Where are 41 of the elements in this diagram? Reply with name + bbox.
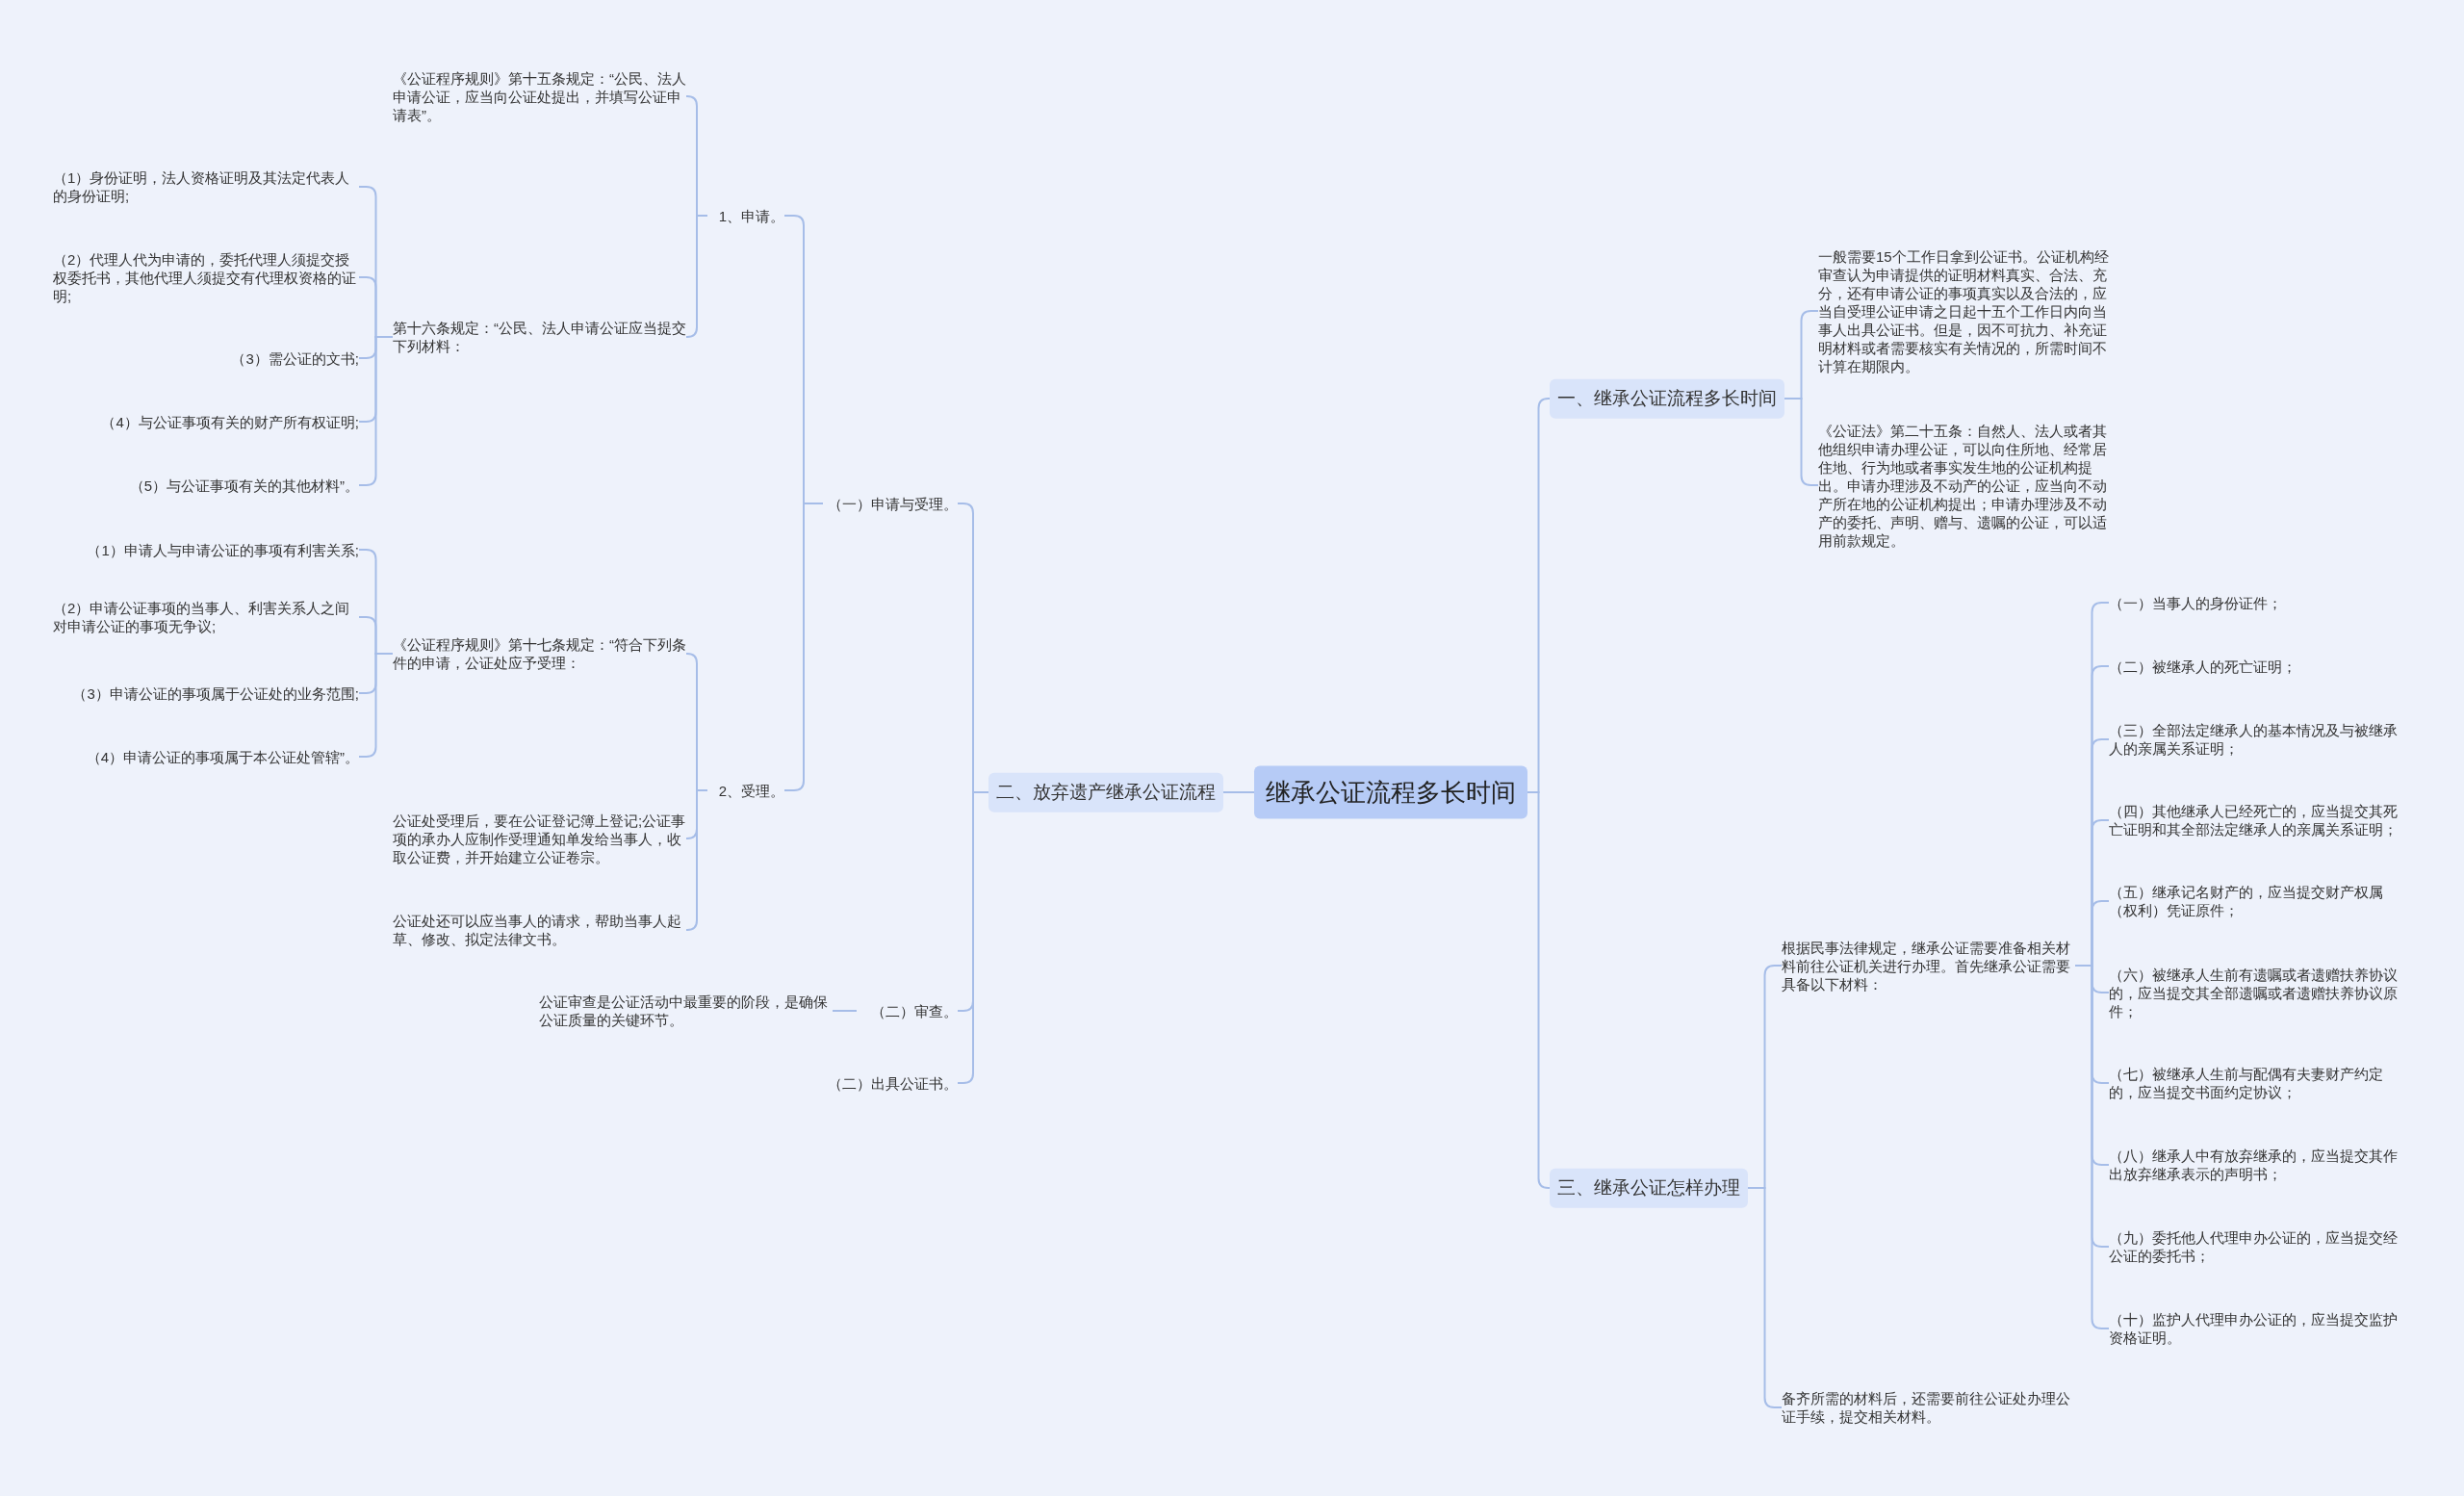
topic-text: 1、申请。 [707, 206, 784, 225]
topic-text: （5）与公证事项有关的其他材料”。 [53, 476, 359, 495]
topic-text: （二）出具公证书。 [823, 1073, 958, 1093]
connector-line [957, 791, 989, 1084]
topic-text: （2）申请公证事项的当事人、利害关系人之间对申请公证的事项无争议; [53, 599, 359, 635]
topic-text: 公证审查是公证活动中最重要的阶段，是确保公证质量的关键环节。 [539, 993, 833, 1029]
topic-text: 一般需要15个工作日拿到公证书。公证机构经审查认为申请提供的证明材料真实、合法、充分，还有申请公证的事项真实以及合法的，应当自受理公证申请之日起十五个工作日内向当事人出具公证书。但是，因不可抗力、补充证明材料或者需要核实有关情况的，所需时间不计算在期限内。 [1818, 246, 2112, 375]
topic-text: （2）代理人代为申请的，委托代理人须提交授权委托书，其他代理人须提交有代理权资格的证明; [53, 249, 359, 305]
topic-text: 《公证程序规则》第十五条规定：“公民、法人申请公证，应当向公证处提出，并填写公证申请表”。 [393, 68, 686, 124]
topic-text: 公证处受理后，要在公证登记簿上登记;公证事项的承办人应制作受理通知单发给当事人，收取公证费，并开始建立公证卷宗。 [393, 811, 686, 866]
topic-text: 公证处还可以应当事人的请求，帮助当事人起草、修改、拟定法律文书。 [393, 912, 686, 948]
topic-text: （二）被继承人的死亡证明； [2109, 657, 2402, 676]
topic-text: （六）被继承人生前有遗嘱或者遗赠扶养协议的，应当提交其全部遗嘱或者遗赠扶养协议原件； [2109, 965, 2402, 1020]
topic-text: （七）被继承人生前与配偶有夫妻财产约定的，应当提交书面约定协议； [2109, 1065, 2402, 1101]
topic-text: （3）申请公证的事项属于公证处的业务范围; [53, 684, 359, 703]
topic-text: （1）申请人与申请公证的事项有利害关系; [53, 540, 359, 559]
topic-text: （四）其他继承人已经死亡的，应当提交其死亡证明和其全部法定继承人的亲属关系证明； [2109, 802, 2402, 838]
branch-topic-box: 二、放弃遗产继承公证流程 [988, 772, 1223, 812]
connector-line [832, 1010, 858, 1012]
topic-text: （九）委托他人代理申办公证的，应当提交经公证的委托书； [2109, 1228, 2402, 1265]
root-topic-box: 继承公证流程多长时间 [1254, 765, 1527, 819]
topic-text: 根据民事法律规定，继承公证需要准备相关材料前往公证机关进行办理。首先继承公证需要具备以下材料： [1782, 938, 2075, 993]
branch-topic-box: 一、继承公证流程多长时间 [1550, 378, 1784, 419]
topic-text: （一）申请与受理。 [823, 494, 958, 513]
topic-text: 备齐所需的材料后，还需要前往公证处办理公证手续，提交相关材料。 [1782, 1389, 2075, 1426]
topic-text: 《公证程序规则》第十七条规定：“符合下列条件的申请，公证处应予受理： [393, 635, 686, 672]
topic-text: （八）继承人中有放弃继承的，应当提交其作出放弃继承表示的声明书； [2109, 1147, 2402, 1183]
connector-line [1222, 791, 1255, 793]
branch-topic-box: 三、继承公证怎样办理 [1550, 1168, 1748, 1208]
topic-text: （三）全部法定继承人的基本情况及与被继承人的亲属关系证明； [2109, 721, 2402, 758]
topic-text: （十）监护人代理申办公证的，应当提交监护资格证明。 [2109, 1310, 2402, 1347]
topic-text: （4）申请公证的事项属于本公证处管辖”。 [53, 747, 359, 766]
topic-text: 2、受理。 [707, 781, 784, 800]
topic-text: （4）与公证事项有关的财产所有权证明; [53, 412, 359, 431]
topic-text: 《公证法》第二十五条：自然人、法人或者其他组织申请办理公证，可以向住所地、经常居住地、行为地或者事实发生地的公证机构提出。申请办理涉及不动产的公证，应当向不动产所在地的公证机构提出；申请办理涉及不动产的委托、声明、赠与、遗嘱的公证，可以适用前款规定。 [1818, 421, 2112, 550]
topic-text: （3）需公证的文书; [53, 348, 359, 368]
topic-text: （一）当事人的身份证件； [2109, 593, 2402, 612]
topic-text: （1）身份证明，法人资格证明及其法定代表人的身份证明; [53, 168, 359, 205]
topic-text: （二）审查。 [857, 1001, 958, 1020]
topic-text: 第十六条规定：“公民、法人申请公证应当提交下列材料： [393, 319, 686, 355]
topic-text: （五）继承记名财产的，应当提交财产权属（权利）凭证原件； [2109, 883, 2402, 919]
